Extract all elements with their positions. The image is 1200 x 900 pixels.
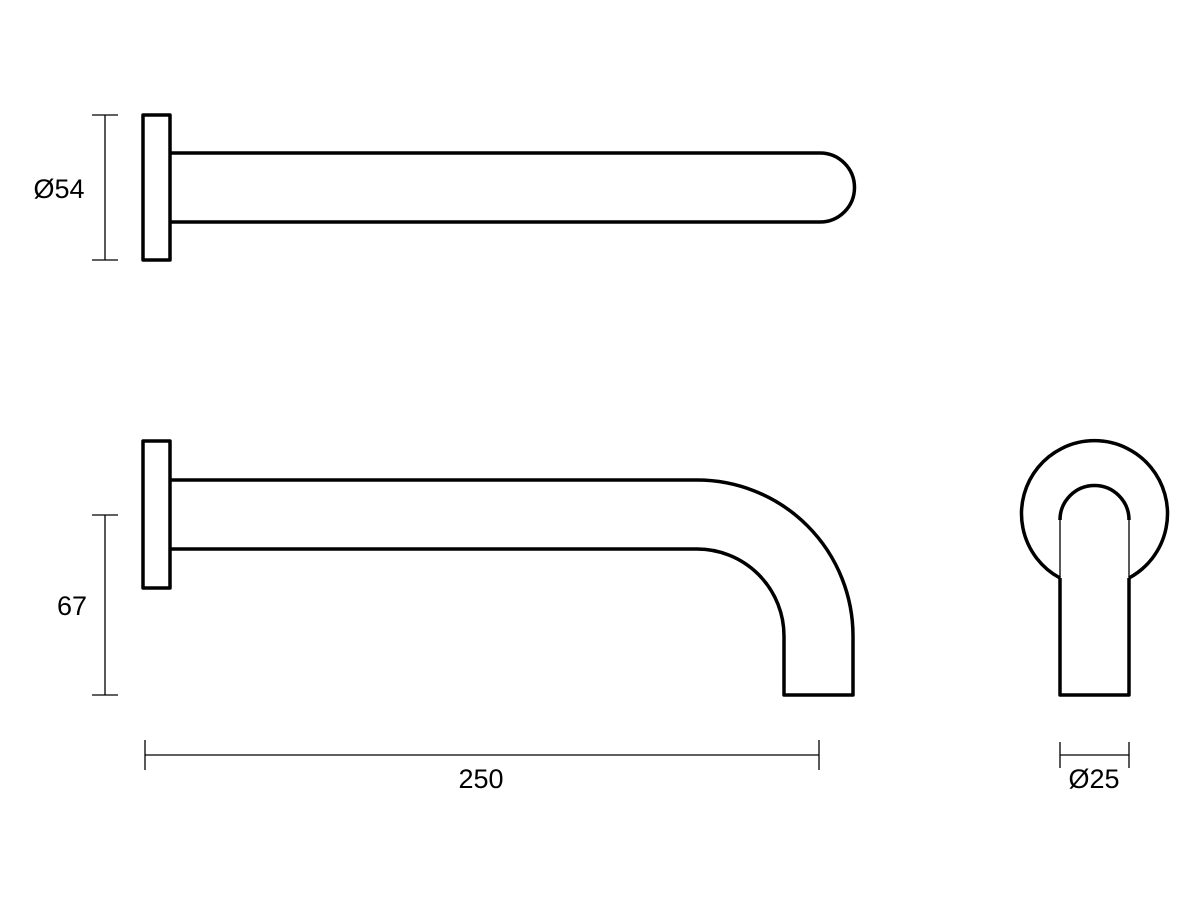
dimension-diameter-54: Ø54	[33, 114, 118, 261]
dimension-label-250: 250	[458, 764, 503, 794]
end-view-spout	[1058, 578, 1131, 697]
side-view-wall-plate	[141, 439, 172, 590]
dimension-length-250: 250	[144, 740, 820, 794]
dimension-label-67: 67	[57, 591, 87, 621]
top-view-spout	[170, 151, 857, 224]
dimension-label-25: Ø25	[1068, 764, 1119, 794]
top-view-wall-plate	[141, 113, 172, 262]
dimension-label-54: Ø54	[33, 174, 84, 204]
side-view-spout	[170, 478, 855, 697]
top-view	[141, 113, 857, 262]
end-view	[1019, 439, 1170, 697]
dimension-height-67: 67	[57, 514, 118, 696]
dimension-diameter-25: Ø25	[1059, 742, 1130, 794]
end-view-spout-top	[1058, 483, 1131, 521]
end-view-wall-plate	[1019, 439, 1170, 580]
side-view	[141, 439, 855, 697]
